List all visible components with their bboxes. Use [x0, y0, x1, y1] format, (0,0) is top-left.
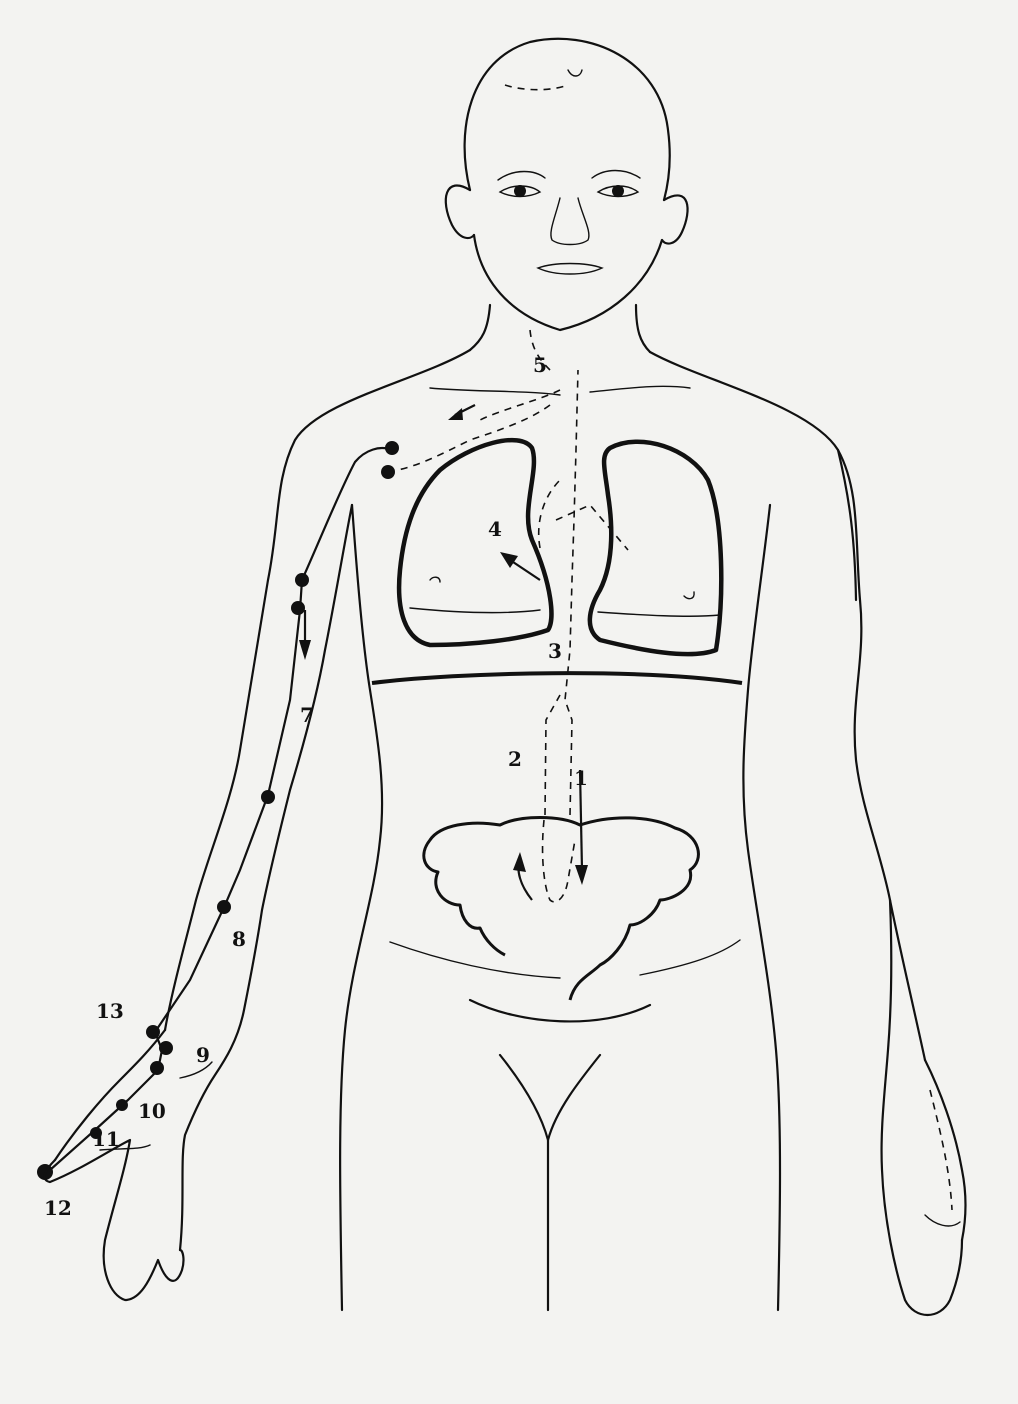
label-1: 1: [574, 766, 588, 790]
point-4: [291, 601, 305, 615]
label-7: 7: [300, 703, 314, 727]
label-12: 12: [44, 1196, 72, 1220]
point-2: [381, 465, 395, 479]
label-9: 9: [196, 1043, 210, 1067]
label-4: 4: [488, 517, 502, 541]
point-7: [146, 1025, 160, 1039]
point-5: [261, 790, 275, 804]
point-1: [385, 441, 399, 455]
label-3: 3: [548, 639, 562, 663]
label-11: 11: [92, 1127, 120, 1151]
point-6: [217, 900, 231, 914]
point-3: [295, 573, 309, 587]
label-13: 13: [96, 999, 124, 1023]
label-2: 2: [508, 747, 522, 771]
point-9: [150, 1061, 164, 1075]
label-10: 10: [138, 1099, 166, 1123]
point-10: [116, 1099, 128, 1111]
label-8: 8: [232, 927, 246, 951]
point-8: [159, 1041, 173, 1055]
label-5: 5: [533, 353, 547, 377]
